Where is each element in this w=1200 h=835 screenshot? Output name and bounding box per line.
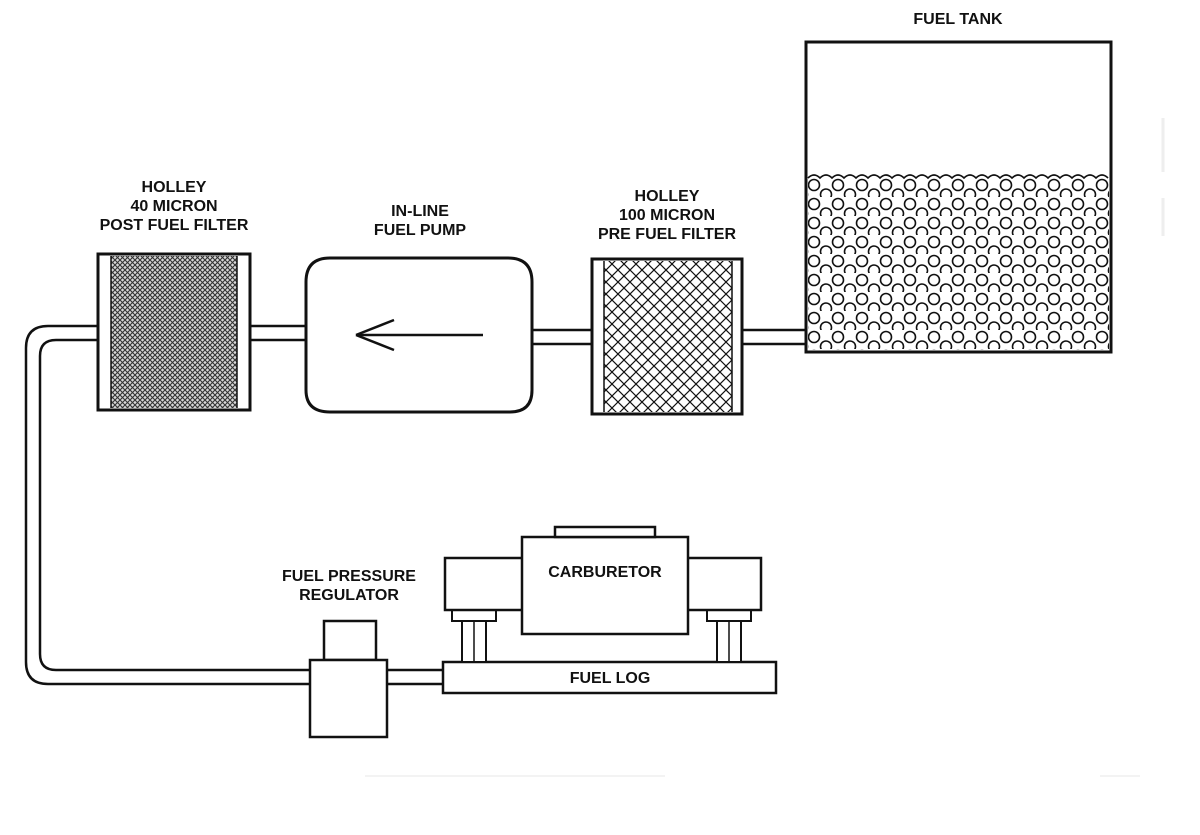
pipe-pump-to-post-filter: [250, 324, 306, 342]
regulator-label: FUEL PRESSURE REGULATOR: [282, 568, 416, 604]
pipe-pre-filter-to-pump: [532, 328, 592, 346]
fuel-pump-label: IN-LINE FUEL PUMP: [373, 203, 467, 239]
fuel-pressure-regulator: [308, 619, 389, 739]
pre-fuel-filter: [590, 257, 744, 416]
post-fuel-filter: [96, 252, 252, 412]
fuel-tank: [804, 40, 1113, 354]
pre-filter-mesh: [604, 261, 732, 412]
post-filter-label: HOLLEY 40 MICRON POST FUEL FILTER: [99, 179, 249, 234]
post-filter-mesh: [111, 256, 237, 408]
pipe-post-filter-to-regulator: [24, 324, 310, 686]
fuel-log: [441, 660, 778, 695]
pipe-tank-to-pre-filter: [743, 328, 806, 346]
pre-filter-label: HOLLEY 100 MICRON PRE FUEL FILTER: [597, 188, 737, 243]
carburetor: [443, 525, 763, 636]
fuel-liquid: [808, 178, 1109, 350]
pipe-regulator-to-fuel-log: [387, 668, 443, 686]
fuel-tank-label: FUEL TANK: [913, 11, 1003, 28]
fuel-surface-wave: [807, 174, 1109, 180]
fuel-log-label: FUEL LOG: [569, 670, 651, 687]
arrow-left-icon: [355, 318, 483, 352]
scan-artifacts: [365, 118, 1165, 777]
in-line-fuel-pump: [304, 256, 534, 414]
carburetor-label: CARBURETOR: [548, 564, 662, 581]
